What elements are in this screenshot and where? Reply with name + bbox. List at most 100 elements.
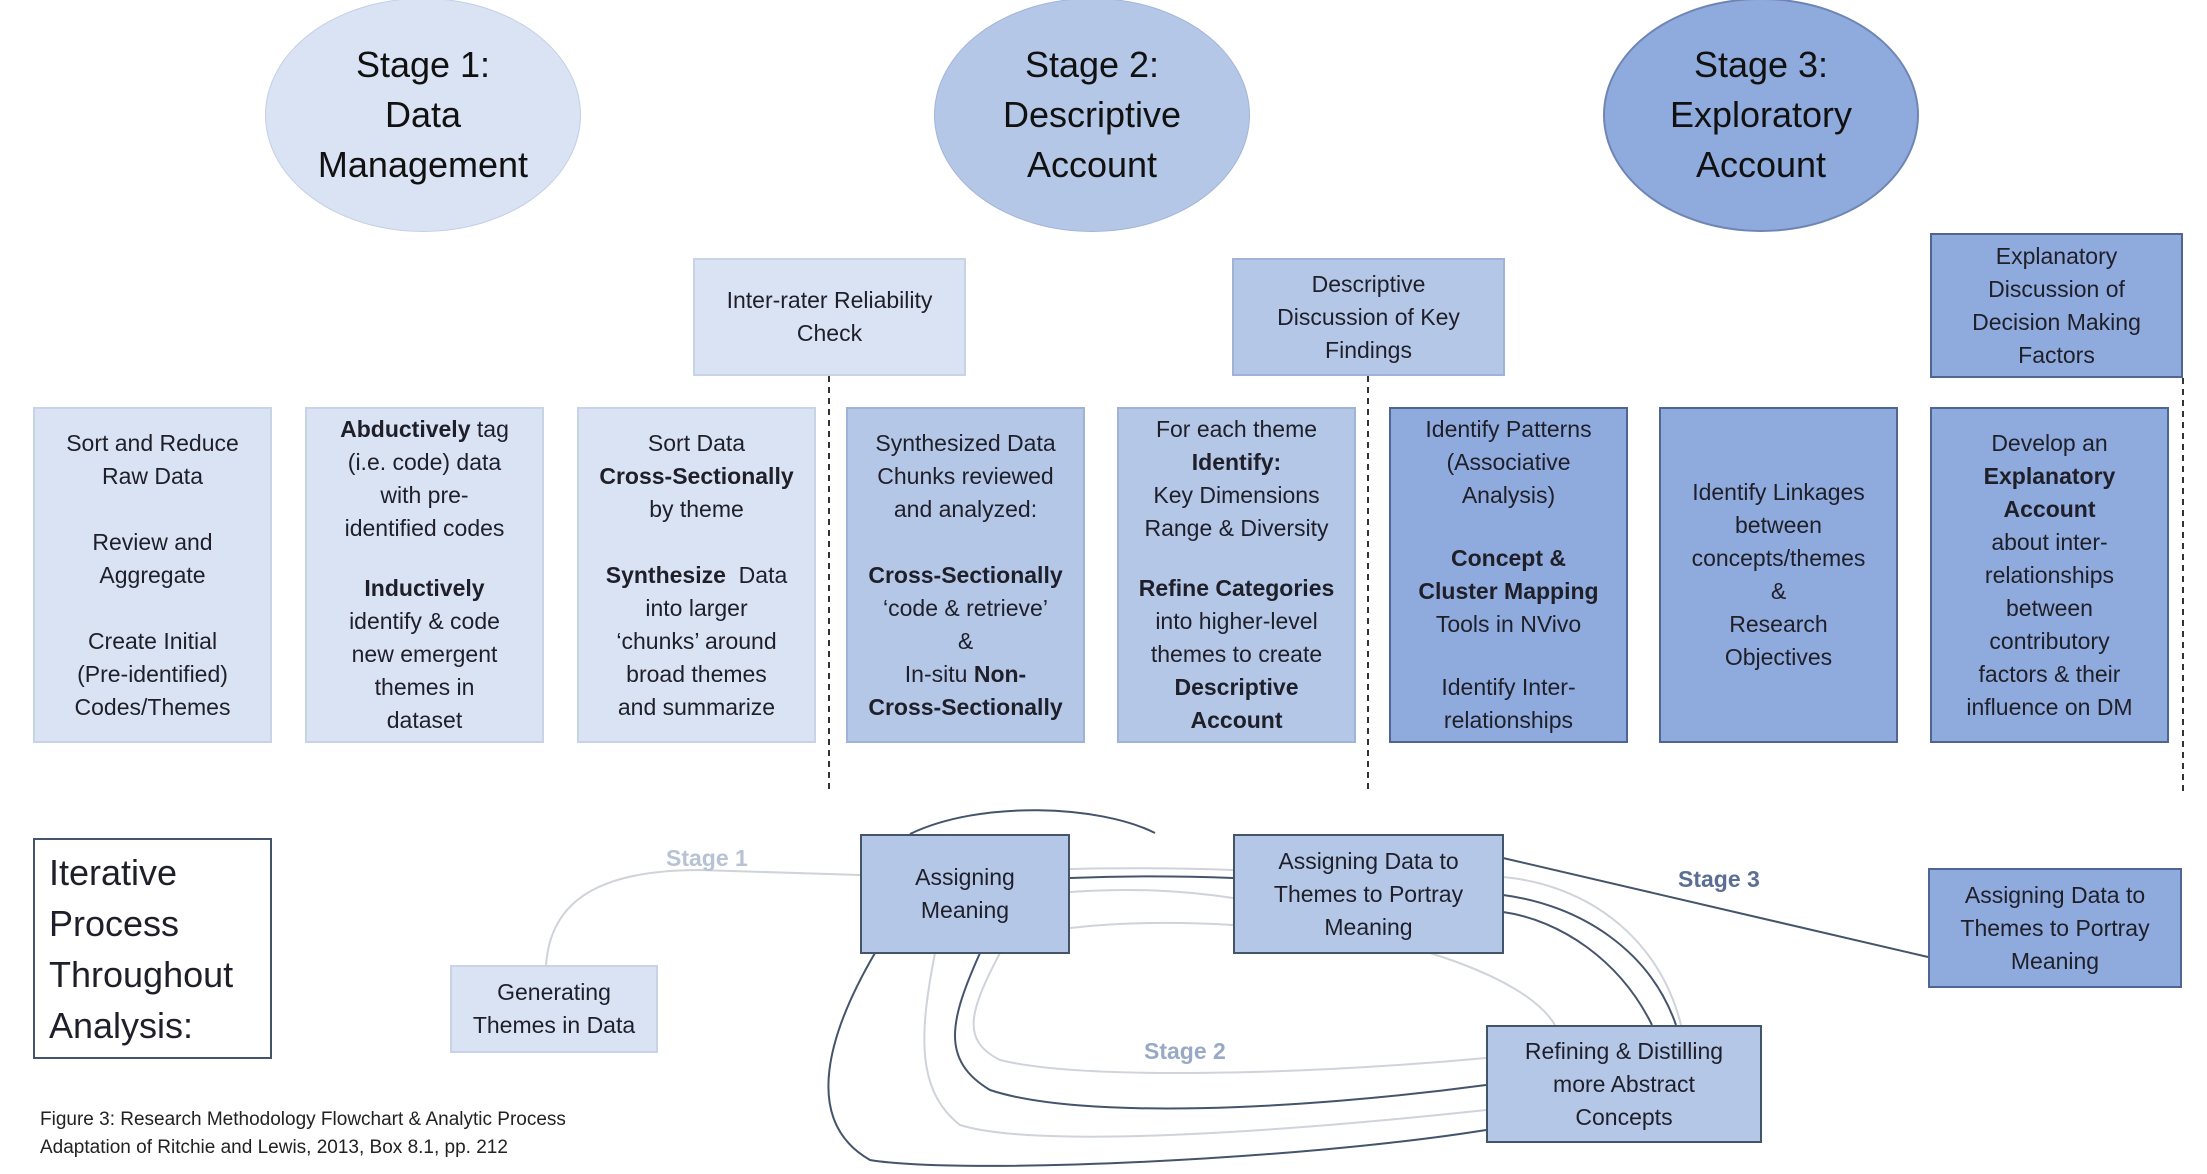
flow-assign-refine-light bbox=[1429, 952, 1556, 1026]
box-text-line: Meaning bbox=[920, 897, 1010, 923]
box-text-line: influence on DM bbox=[1966, 693, 2133, 720]
box-text-line: Synthesized Data bbox=[875, 429, 1056, 456]
flow-assign-refine-2 bbox=[1502, 894, 1677, 1026]
stage-3-circle: Stage 3: Exploratory Account bbox=[1603, 0, 1919, 232]
box-text-line: Identify Linkages bbox=[1692, 479, 1865, 505]
box-text-line: In-situ Non- bbox=[905, 658, 1026, 691]
box-text-line: (Pre-identified) bbox=[77, 660, 228, 687]
step-box-identify-linkages: Identify Linkages between concepts/theme… bbox=[1659, 407, 1898, 743]
box-text-line: and analyzed: bbox=[893, 495, 1038, 522]
iterative-title-line: Iterative bbox=[49, 851, 178, 893]
emphasis-text: Explanatory bbox=[1983, 462, 2116, 489]
step-box-sort-reduce: Sort and Reduce Raw Data Review and Aggr… bbox=[33, 407, 272, 743]
box-text-line: about inter- bbox=[1991, 528, 2108, 555]
box-text-line: Descriptive bbox=[1311, 270, 1426, 297]
explanatory-discussion-box: Explanatory Discussion of Decision Makin… bbox=[1930, 233, 2183, 378]
flow-link-2 bbox=[1069, 875, 1234, 879]
flow-link-3 bbox=[1069, 889, 1234, 899]
box-text-line: contributory bbox=[1989, 627, 2110, 654]
box-text-line: Analysis) bbox=[1461, 482, 1556, 508]
flow-label-stage2: Stage 2 bbox=[1144, 1038, 1226, 1064]
box-text-line: Research bbox=[1729, 611, 1828, 637]
flow-assign-refine-3 bbox=[1502, 876, 1682, 1026]
flow-line-stage1 bbox=[545, 868, 861, 967]
emphasis-text: Account bbox=[2003, 495, 2096, 522]
box-text-line: Tools in NVivo bbox=[1435, 611, 1582, 637]
box-text-line: Key Dimensions bbox=[1153, 482, 1320, 508]
box-text-line: Create Initial bbox=[87, 627, 218, 654]
box-text-line: relationships bbox=[1443, 707, 1574, 733]
box-text-line: Sort Data bbox=[647, 429, 746, 456]
box-text-line: Decision Making bbox=[1972, 308, 2141, 335]
emphasis-text: Descriptive bbox=[1174, 674, 1299, 700]
node-generating-themes: Generating Themes in Data bbox=[450, 965, 658, 1053]
node-refining-concepts: Refining & Distilling more Abstract Conc… bbox=[1486, 1025, 1762, 1143]
box-text-line: Range & Diversity bbox=[1144, 515, 1329, 541]
flow-label-stage1: Stage 1 bbox=[666, 845, 748, 871]
iterative-title-line: Throughout bbox=[49, 953, 234, 995]
emphasis-text: Cross-Sectionally bbox=[868, 561, 1063, 588]
caption-line: Adaptation of Ritchie and Lewis, 2013, B… bbox=[40, 1137, 508, 1158]
box-text-line: Raw Data bbox=[102, 462, 203, 489]
emphasis-text: Identify: bbox=[1191, 449, 1282, 475]
caption-line: Figure 3: Research Methodology Flowchart… bbox=[40, 1109, 566, 1130]
stage-2-title-line: Descriptive bbox=[1002, 94, 1182, 135]
descriptive-discussion-box: Descriptive Discussion of Key Findings bbox=[1232, 258, 1505, 376]
flow-link-4 bbox=[1069, 922, 1234, 929]
box-text-line: themes to create bbox=[1150, 641, 1323, 667]
iterative-title-line: Process bbox=[49, 902, 180, 944]
box-text-line: Factors bbox=[2018, 341, 2095, 368]
box-text-line: Sort and Reduce bbox=[66, 429, 239, 456]
box-text-line: Chunks reviewed bbox=[877, 462, 1054, 489]
box-text-line: dataset bbox=[386, 707, 463, 733]
flow-arc-top bbox=[909, 809, 1156, 835]
emphasis-text: Account bbox=[1190, 707, 1283, 733]
step-box-identify-patterns: Identify Patterns (Associative Analysis)… bbox=[1389, 407, 1628, 743]
box-text-line: & bbox=[1770, 578, 1787, 604]
box-text-line: Objectives bbox=[1724, 644, 1833, 670]
step-box-abductive-tag: Abductively tag (i.e. code) data with pr… bbox=[305, 407, 544, 743]
step-box-synthesized-chunks: Synthesized Data Chunks reviewed and ana… bbox=[846, 407, 1085, 743]
box-text-line: Concepts bbox=[1575, 1103, 1673, 1130]
emphasis-text: Concept & bbox=[1451, 545, 1566, 571]
box-text-line: & bbox=[957, 627, 974, 654]
box-text-line: Meaning bbox=[1324, 913, 1413, 940]
box-text-line: Review and bbox=[92, 528, 213, 555]
box-text-line: Discussion of bbox=[1988, 275, 2125, 302]
box-text-line: Meaning bbox=[2010, 947, 2100, 974]
box-text-line: Themes to Portray bbox=[1960, 914, 2150, 941]
stage-1-title-line: Data bbox=[384, 94, 462, 135]
box-text-line: more Abstract bbox=[1553, 1070, 1695, 1097]
stage-2-circle: Stage 2: Descriptive Account bbox=[934, 0, 1250, 232]
emphasis-text: Synthesize bbox=[605, 561, 726, 588]
flow-line-stage3 bbox=[1502, 857, 1929, 958]
box-text-line: (i.e. code) data bbox=[347, 449, 502, 475]
box-text-line: concepts/themes bbox=[1691, 545, 1866, 571]
stage-1-circle: Stage 1: Data Management bbox=[265, 0, 581, 232]
box-text-line: Themes to Portray bbox=[1273, 880, 1464, 907]
step-box-explanatory-account: Develop an Explanatory Account about int… bbox=[1930, 407, 2169, 743]
iterative-title-line: Analysis: bbox=[49, 1004, 194, 1046]
box-text-line: For each theme bbox=[1155, 416, 1318, 442]
flow-label-stage3: Stage 3 bbox=[1678, 866, 1760, 892]
box-text-line: Aggregate bbox=[99, 561, 206, 588]
stage-3-title-line: Exploratory bbox=[1669, 94, 1853, 135]
box-text-line: ‘chunks’ around bbox=[616, 627, 777, 654]
box-text-line: Synthesize Data bbox=[606, 559, 788, 592]
stage-3-label: Stage 3: bbox=[1693, 44, 1829, 85]
box-text-line: identify & code bbox=[349, 608, 500, 634]
flow-loop-inner bbox=[954, 952, 1487, 1110]
box-text-line: Generating bbox=[497, 979, 611, 1005]
box-text-line: factors & their bbox=[1978, 660, 2121, 687]
box-text-line: (Associative bbox=[1446, 449, 1571, 475]
box-text-line: broad themes bbox=[626, 660, 767, 687]
box-text-line: ‘code & retrieve’ bbox=[883, 594, 1048, 621]
box-text-line: into larger bbox=[645, 594, 748, 621]
figure-caption: Figure 3: Research Methodology Flowchart… bbox=[40, 1106, 566, 1162]
box-text-line: into higher-level bbox=[1155, 608, 1318, 634]
box-text-line: Refining & Distilling bbox=[1524, 1037, 1724, 1064]
box-text-line: Develop an bbox=[1991, 429, 2108, 456]
box-text-line: Identify Patterns bbox=[1425, 416, 1592, 442]
box-text-line: Identify Inter- bbox=[1441, 674, 1576, 700]
